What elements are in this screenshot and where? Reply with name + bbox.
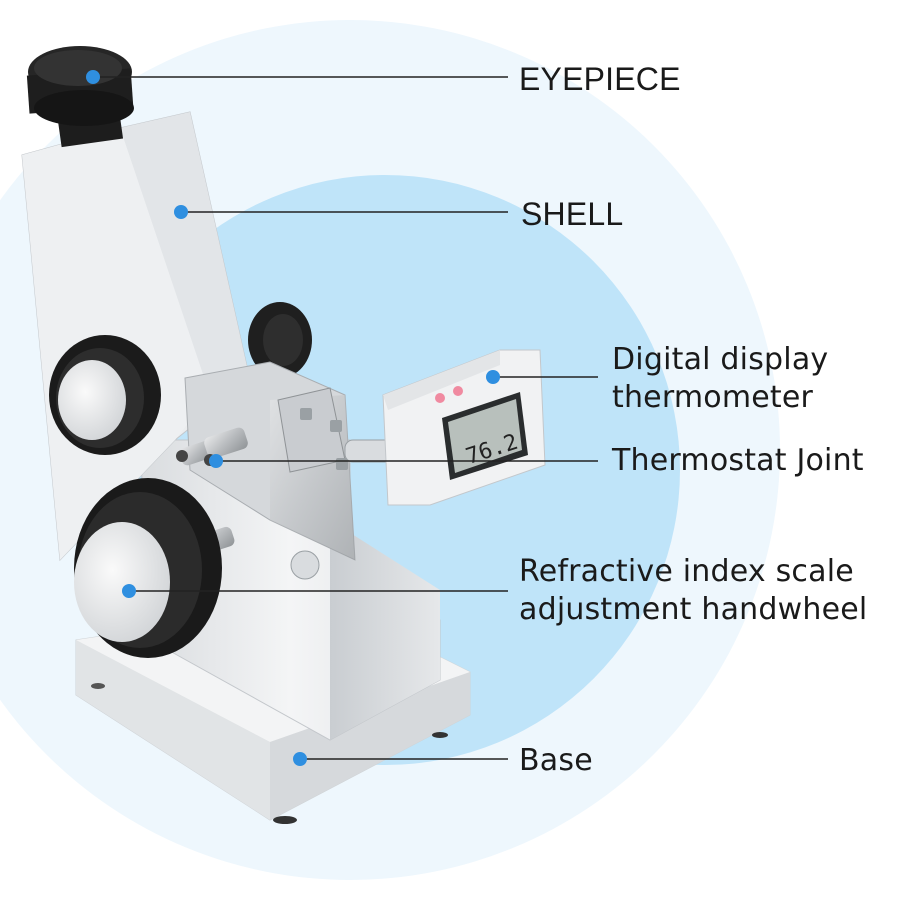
digital-thermometer: 76.2 bbox=[344, 349, 546, 506]
back-knob bbox=[248, 302, 312, 378]
thermometer-label: Digital display thermometer bbox=[612, 342, 829, 415]
handwheel-marker bbox=[122, 584, 136, 598]
handwheel-label: Refractive index scale adjustment handwh… bbox=[519, 554, 868, 627]
handwheel bbox=[74, 478, 222, 658]
eyepiece-marker bbox=[86, 70, 100, 84]
shell-marker bbox=[174, 205, 188, 219]
thermometer-marker bbox=[486, 370, 500, 384]
shell-label: SHELL bbox=[521, 196, 624, 232]
lower-body bbox=[139, 439, 441, 741]
compensator-knob bbox=[49, 335, 161, 455]
base-marker bbox=[293, 752, 307, 766]
base-label: Base bbox=[519, 743, 593, 778]
eyepiece-label: EYEPIECE bbox=[519, 61, 681, 97]
thermostat-joint-marker bbox=[209, 454, 223, 468]
thermostat-joint-label: Thermostat Joint bbox=[612, 443, 864, 478]
eyepiece bbox=[26, 46, 134, 148]
